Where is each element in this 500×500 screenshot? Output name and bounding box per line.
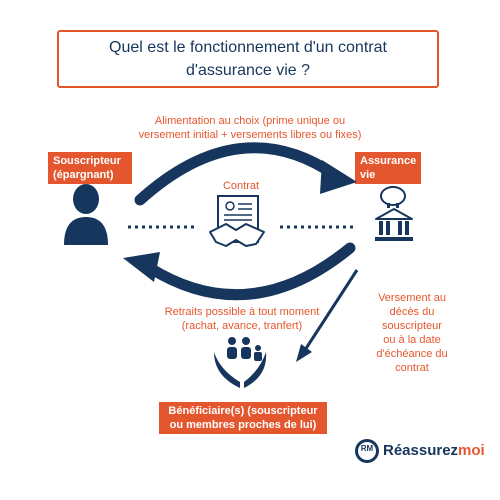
right-arrow-label-line-2: décès du — [389, 306, 435, 318]
right-arrow-label-line-3: souscripteur — [382, 320, 442, 332]
title-line-2: d'assurance vie ? — [185, 62, 310, 79]
souscripteur-line-2: (épargnant) — [53, 169, 114, 181]
hands-family-icon — [214, 337, 267, 388]
person-icon — [64, 184, 108, 245]
right-diagonal-arrow — [303, 269, 359, 351]
right-arrow-label-line-4: ou à la date — [383, 334, 441, 346]
piggy-bank-icon — [375, 186, 413, 241]
bottom-arrow-label-line-1: Retraits possible à tout moment — [164, 306, 320, 318]
right-diagonal-arrow-head — [296, 344, 312, 362]
beneficiaire-line-2: ou membres proches de lui) — [169, 419, 317, 431]
brand-name-part-1: Réassurez — [383, 442, 459, 459]
assurance-vie-label: Assurance vie — [355, 152, 421, 184]
souscripteur-line-1: Souscripteur — [53, 155, 121, 167]
right-arrow-label-line-6: contrat — [395, 362, 429, 374]
top-arrow-label: Alimentation au choix (prime unique ou v… — [110, 114, 390, 142]
title-line-1: Quel est le fonctionnement d'un contrat — [109, 39, 387, 56]
rm-logo-icon — [355, 439, 379, 463]
right-arrow-label-line-5: d'échéance du — [376, 348, 448, 360]
bottom-arrow-label-line-2: (rachat, avance, tranfert) — [181, 320, 303, 332]
beneficiaire-line-1: Bénéficiaire(s) (souscripteur — [168, 405, 318, 417]
bottom-arrow-head — [123, 252, 160, 282]
assurance-line-1: Assurance — [360, 155, 417, 167]
top-arrow-head — [320, 160, 357, 194]
souscripteur-label: Souscripteur (épargnant) — [48, 152, 132, 184]
bottom-arrow-label: Retraits possible à tout moment (rachat,… — [142, 305, 342, 333]
contrat-label: Contrat — [222, 180, 260, 192]
bottom-curved-arrow — [144, 242, 356, 301]
top-arrow-label-line-1: Alimentation au choix (prime unique ou — [154, 115, 346, 127]
contract-handshake-icon — [209, 195, 265, 247]
right-arrow-label: Versement au décès du souscripteur ou à … — [368, 291, 456, 375]
top-curved-arrow — [134, 142, 341, 206]
rm-logo-monogram: RM — [360, 444, 374, 453]
assurance-line-2: vie — [360, 169, 376, 181]
beneficiaire-label: Bénéficiaire(s) (souscripteur ou membres… — [159, 402, 327, 434]
top-arrow-label-line-2: versement initial + versements libres ou… — [138, 129, 362, 141]
right-arrow-label-line-1: Versement au — [378, 292, 446, 304]
brand-name: Réassurezmoi — [383, 442, 485, 459]
title-box: Quel est le fonctionnement d'un contrat … — [57, 30, 439, 88]
brand-name-part-2: moi — [458, 442, 485, 459]
